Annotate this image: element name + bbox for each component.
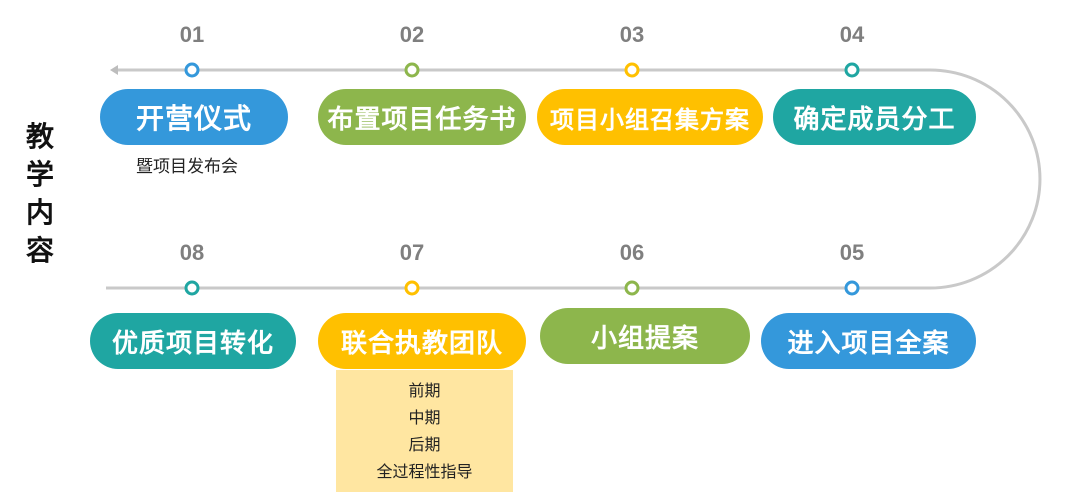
timeline-marker-03 xyxy=(624,62,640,78)
step-07-note-item: 中期 xyxy=(408,408,441,427)
step-07-note-item: 前期 xyxy=(408,381,441,400)
section-title: 教 学 内 容 xyxy=(20,118,60,270)
step-number-03: 03 xyxy=(619,22,645,47)
timeline-marker-01 xyxy=(184,62,200,78)
timeline-marker-06 xyxy=(624,280,640,296)
step-pill-03: 项目小组召集方案 xyxy=(537,89,763,145)
step-number-04: 04 xyxy=(839,22,865,47)
step-number-06: 06 xyxy=(619,240,645,265)
section-title-char: 内 xyxy=(25,196,54,229)
step-number-07: 07 xyxy=(399,240,425,265)
step-number-02: 02 xyxy=(399,22,425,47)
section-title-char: 容 xyxy=(25,234,54,267)
step-07-notes: 前期 中期 后期 全过程性指导 xyxy=(336,370,513,492)
step-07-note-item: 后期 xyxy=(408,435,441,454)
timeline-marker-07 xyxy=(404,280,420,296)
step-pill-06: 小组提案 xyxy=(540,308,750,364)
timeline-path xyxy=(106,68,1042,290)
timeline-marker-02 xyxy=(404,62,420,78)
step-number-08: 08 xyxy=(179,240,205,265)
step-pill-05: 进入项目全案 xyxy=(761,313,976,369)
timeline-marker-04 xyxy=(844,62,860,78)
step-number-05: 05 xyxy=(839,240,865,265)
section-title-char: 教 xyxy=(25,120,54,153)
step-pill-01: 开营仪式 xyxy=(100,89,288,145)
step-07-note-item: 全过程性指导 xyxy=(376,462,473,481)
timeline-marker-05 xyxy=(844,280,860,296)
step-pill-08: 优质项目转化 xyxy=(90,313,296,369)
step-pill-07: 联合执教团队 xyxy=(318,313,526,369)
step-number-01: 01 xyxy=(179,22,205,47)
timeline-marker-08 xyxy=(184,280,200,296)
section-title-char: 学 xyxy=(25,158,54,191)
step-pill-02: 布置项目任务书 xyxy=(318,89,526,145)
step-01-subtitle: 暨项目发布会 xyxy=(136,157,238,177)
step-pill-04: 确定成员分工 xyxy=(773,89,976,145)
timeline-start-arrow xyxy=(110,65,118,75)
